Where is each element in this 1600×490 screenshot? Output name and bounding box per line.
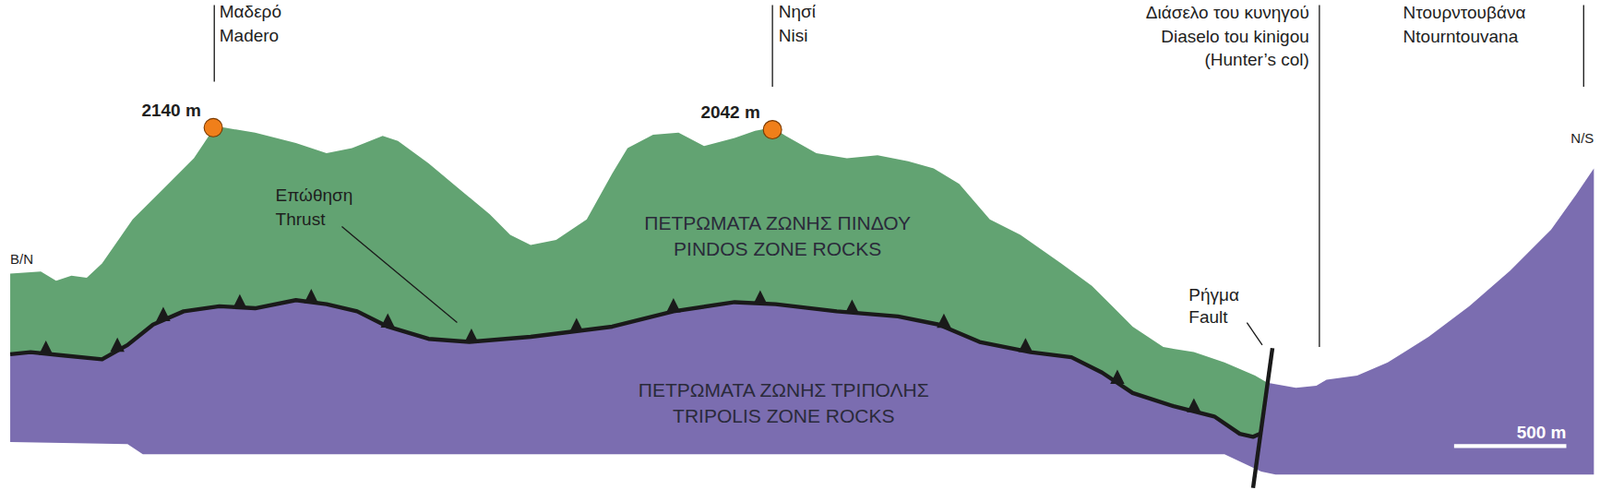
thrust-tooth [936,313,951,328]
zone-label: TRIPOLIS ZONE ROCKS [672,405,895,428]
label: Ντουρντουβάνα [1403,2,1527,24]
label: Madero [219,25,279,47]
thrust-tooth [155,307,170,322]
leader-line [214,5,215,83]
zone-label: ΠΕΤΡΩΜΑΤΑ ΖΩΝΗΣ ΤΡΙΠΟΛΗΣ [638,379,930,402]
label: Β/N [10,249,34,270]
scale-bar [1454,443,1567,448]
thrust-tooth [752,289,767,304]
label: Ρήγμα [1188,285,1240,306]
thrust-tooth [232,294,247,309]
thrust-tooth [845,298,860,313]
label: Thrust [275,209,326,230]
label: 500 m [1516,422,1567,443]
label: Ν/S [1570,128,1594,149]
label: Nisi [778,25,809,47]
leader-line [1318,5,1320,347]
thrust-tooth [666,298,681,312]
label: Νησί [778,1,816,23]
thrust-tooth [569,317,584,332]
thrust-tooth [109,337,124,352]
label: Επώθηση [275,185,354,206]
leader-line [1583,5,1585,87]
thrust-tooth [304,288,319,303]
label: Diaselo tou kinigou [1160,26,1310,48]
label: Fault [1188,307,1228,328]
summit-dot [203,118,223,137]
thrust-tooth [38,340,53,355]
thrust-line [10,299,1261,437]
leader-line [341,226,457,323]
label: Διάσελο του κυνηγού [1146,2,1310,24]
zone-label: ΠΕΤΡΩΜΑΤΑ ΖΩΝΗΣ ΠΙΝΔΟΥ [644,212,911,235]
leader-line [1246,322,1263,346]
label: 2140 m [141,100,201,121]
label: 2042 m [700,102,760,123]
thrust-tooth [1186,397,1201,412]
label: (Hunter’s col) [1204,49,1309,71]
thrust-tooth [464,328,478,343]
summit-dot [763,120,782,140]
fault-line [1253,347,1273,489]
thrust-tooth [380,313,395,328]
label: Ntourntouvana [1403,26,1519,48]
thrust-tooth [1018,337,1033,352]
leader-line [771,5,773,87]
zone-fill [10,168,1594,476]
label: Μαδερό [219,1,282,23]
zone-label: PINDOS ZONE ROCKS [673,238,882,261]
thrust-tooth [1110,369,1124,383]
